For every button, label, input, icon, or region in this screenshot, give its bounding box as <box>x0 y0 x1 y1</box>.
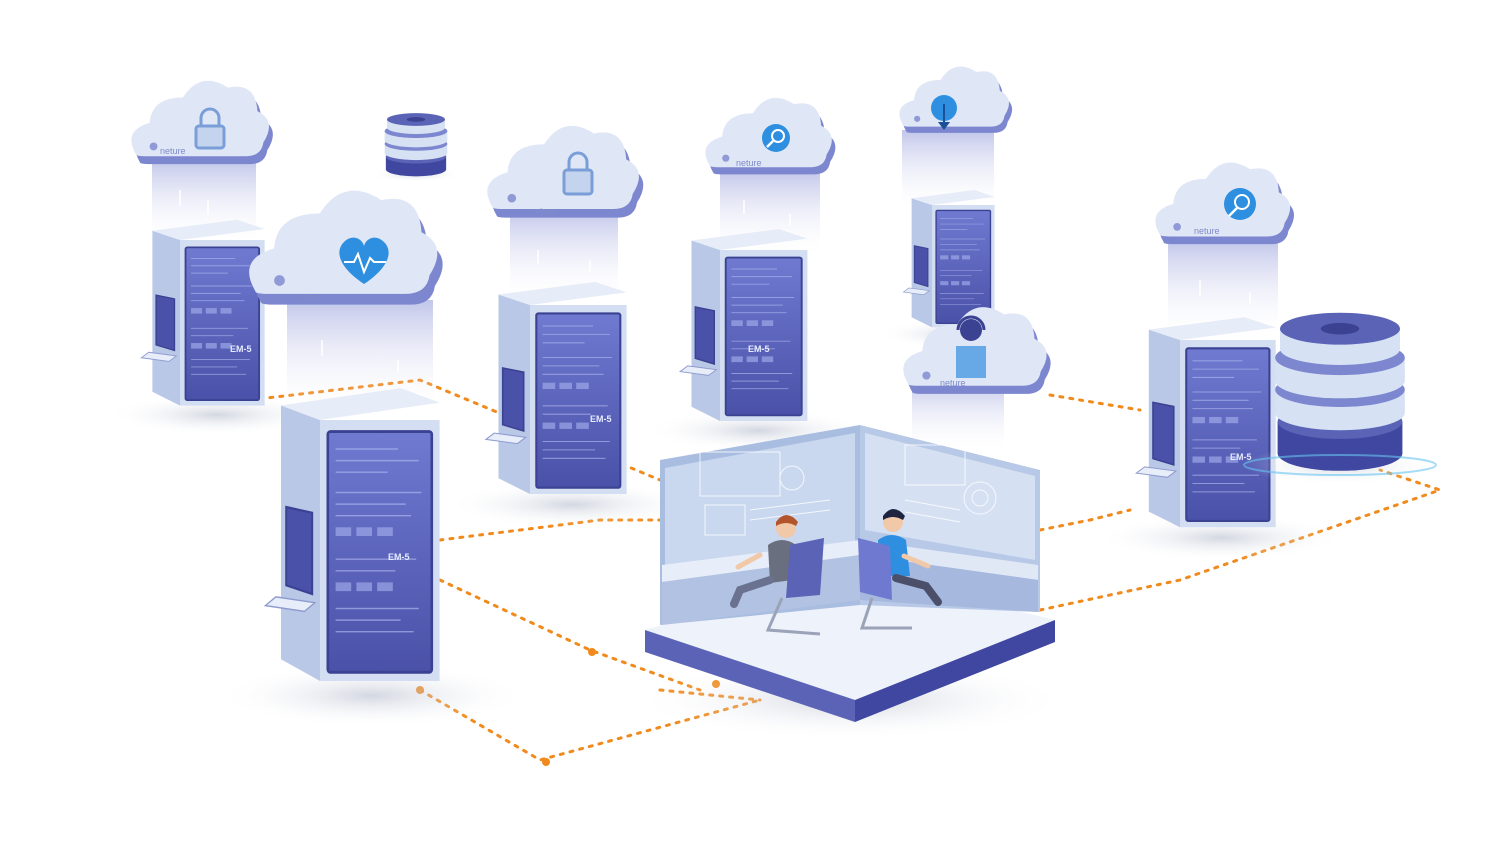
server-cabinet: EM-5 <box>1095 316 1348 562</box>
svg-text:neture: neture <box>1194 226 1220 236</box>
cloud-support: neture <box>903 307 1051 394</box>
svg-text:neture: neture <box>940 378 966 388</box>
cloud-upload <box>899 66 1013 133</box>
server-cabinet: EM-5 <box>643 228 873 453</box>
svg-text:neture: neture <box>160 146 186 156</box>
lock-icon <box>562 151 594 196</box>
heart-pulse-icon <box>339 237 389 284</box>
svg-text:EM-5: EM-5 <box>1230 452 1252 462</box>
cloud-search: neture <box>705 97 836 175</box>
server-cabinet: EM-5 <box>105 218 329 436</box>
server-cabinet: EM-5 <box>214 386 530 729</box>
operator-right <box>858 509 942 630</box>
operator-left <box>730 515 824 636</box>
search-icon <box>762 124 790 152</box>
database-small <box>369 113 463 183</box>
svg-text:EM-5: EM-5 <box>388 552 410 562</box>
svg-text:neture: neture <box>530 206 556 216</box>
cloud-health: neture <box>249 190 443 305</box>
svg-text:EM-5: EM-5 <box>590 414 612 424</box>
support-agent-icon <box>956 315 986 378</box>
svg-text:EM-5: EM-5 <box>230 344 252 354</box>
svg-text:EM-5: EM-5 <box>748 344 770 354</box>
wall-display <box>699 444 997 536</box>
database-large <box>1243 312 1437 486</box>
lock-icon <box>194 107 226 150</box>
server-cabinet: EM-5 <box>444 280 700 529</box>
svg-text:neture: neture <box>294 292 320 302</box>
cloud-lock: neture <box>487 125 644 218</box>
upload-icon <box>931 95 957 130</box>
cloud-search: neture <box>1155 162 1295 245</box>
data-streaks <box>179 190 1251 372</box>
cloud-lock: neture <box>131 80 273 165</box>
svg-text:neture: neture <box>736 158 762 168</box>
control-room <box>630 425 1070 740</box>
